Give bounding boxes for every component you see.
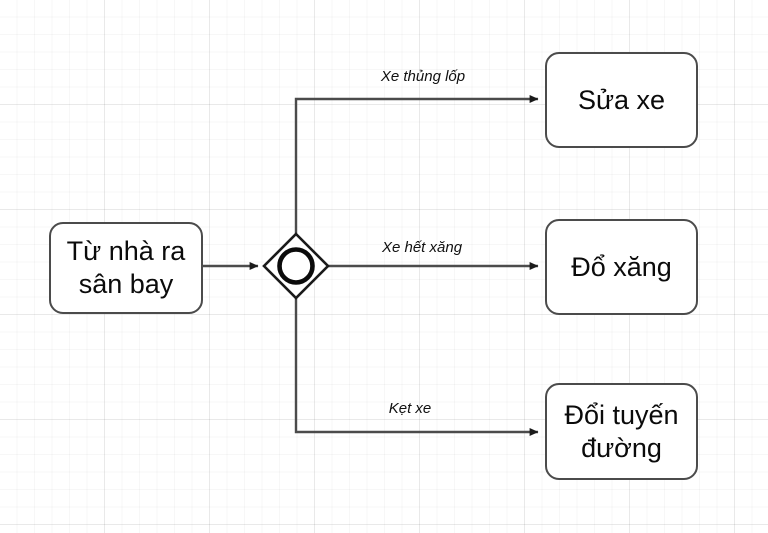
node-refuel[interactable]: Đổ xăng bbox=[545, 219, 698, 315]
node-repair-vehicle[interactable]: Sửa xe bbox=[545, 52, 698, 148]
node-refuel-label: Đổ xăng bbox=[571, 251, 672, 282]
node-repair-vehicle-label: Sửa xe bbox=[577, 84, 666, 115]
node-change-route[interactable]: Đổi tuyến đường bbox=[545, 383, 698, 480]
node-start-task-label: Từ nhà ra sân bay bbox=[66, 236, 186, 299]
edge-label-refuel: Xe hết xăng bbox=[381, 239, 463, 256]
node-change-route-label: Đổi tuyến đường bbox=[564, 399, 679, 463]
edge-gateway-to-change-route bbox=[294, 297, 539, 436]
event-based-gateway-icon[interactable] bbox=[262, 232, 330, 300]
node-start-task[interactable]: Từ nhà ra sân bay bbox=[49, 222, 203, 314]
edge-label-repair: Xe thủng lốp bbox=[380, 68, 466, 85]
edge-gateway-to-repair bbox=[294, 95, 539, 235]
edge-label-change-route: Kẹt xe bbox=[388, 400, 432, 417]
